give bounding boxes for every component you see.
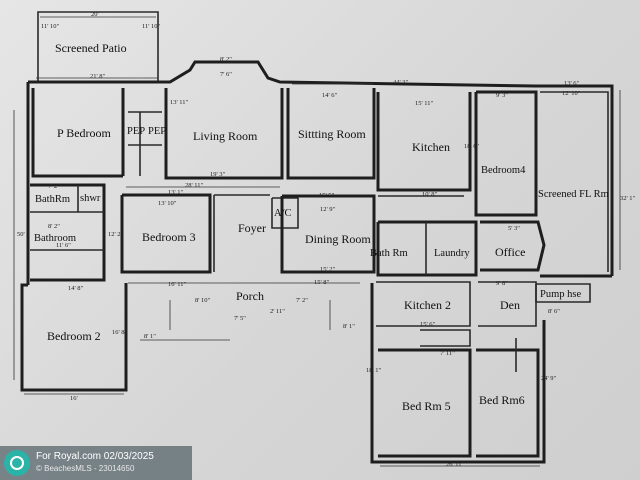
dim-living-depth: 13' 11" (170, 99, 189, 106)
label-bathrm: BathRm (35, 194, 70, 205)
label-bed-rm-5: Bed Rm 5 (402, 399, 451, 413)
exterior-walls (20, 60, 614, 464)
label-dining-room: Dining Room (305, 232, 371, 246)
label-foyer: Foyer (238, 221, 266, 235)
label-pump-hse: Pump hse (540, 289, 581, 300)
dim-bed5-depth: 18' 1" (366, 367, 382, 374)
dim-overall-top: 44' 3" (393, 79, 409, 86)
label-kitchen-2: Kitchen 2 (404, 298, 451, 312)
dim-den-width: 9' 8" (496, 280, 508, 287)
label-pep-1: PEP (127, 126, 145, 137)
dim-fl-depth: 32' 1" (620, 195, 636, 202)
dim-patio-depth-left: 11' 10" (41, 23, 60, 30)
dim-hall2: 13' 1" (168, 189, 184, 196)
dim-dining-sub: 15' 8" (314, 279, 330, 286)
dim-porch-seg3: 8' 1" (343, 323, 355, 330)
dim-porch-width: 16' 11" (168, 281, 187, 288)
label-ac: A/C (274, 208, 292, 219)
dim-office-width: 5' 3" (508, 225, 520, 232)
dim-overall-left: 50' (17, 231, 25, 238)
label-screened-fl-rm: Screened FL Rm (538, 189, 609, 200)
label-den: Den (500, 298, 520, 312)
label-bedroom-2: Bedroom 2 (47, 329, 101, 343)
dim-dining-width2: 12' 9" (320, 206, 336, 213)
dim-bay-top: 8' 2" (220, 56, 232, 63)
dim-dining-width: 15' 5" (319, 192, 335, 199)
dim-bed3-depth: 12' 2" (108, 231, 124, 238)
dim-fl-width: 12' 10" (562, 90, 581, 97)
screened-patio-area (37, 11, 159, 83)
label-living-room: Living Room (193, 129, 258, 143)
dim-bed6-depth: 24' 9" (541, 375, 557, 382)
label-office: Office (495, 245, 525, 259)
label-laundry: Laundry (434, 248, 470, 259)
dim-bed4-depth: 18' 6" (464, 143, 480, 150)
dim-porch-seg2: 2' 11" (270, 308, 285, 315)
royal-logo-icon (4, 450, 30, 476)
dim-bed3-width: 13' 10" (158, 200, 177, 207)
dim-p-bed-width: 21' 8" (90, 73, 106, 80)
label-p-bedroom: P Bedroom (57, 126, 112, 140)
label-bedroom-3: Bedroom 3 (142, 230, 196, 244)
dim-bed4-width: 9' 3" (496, 92, 508, 99)
dim-pump-width: 8' 6" (548, 308, 560, 315)
dim-kitchen-strip: 10' 8" (422, 191, 438, 198)
label-kitchen: Kitchen (412, 140, 450, 154)
dim-patio-width: 20' (91, 11, 99, 18)
dim-living-width: 19' 3" (210, 171, 226, 178)
label-shwr: shwr (80, 193, 101, 204)
dim-dining-bottom: 15' 2" (320, 266, 336, 273)
dim-bed2-width: 14' 8" (68, 285, 84, 292)
label-screened-patio: Screened Patio (55, 41, 127, 55)
dim-bay-mid: 7' 6" (220, 71, 232, 78)
watermark-line-2: © BeachesMLS - 23014650 (36, 464, 135, 473)
dim-fl-top: 13' 6" (564, 80, 580, 87)
label-bath-rm: Bath Rm (370, 248, 408, 259)
dimension-ticks (13, 77, 621, 467)
dim-porch-right: 7' 2" (296, 297, 308, 304)
mls-watermark: For Royal.com 02/03/2025 © BeachesMLS - … (0, 446, 192, 480)
dim-bath-width2: 7' 2" (48, 183, 60, 190)
dim-kitchen-width: 15' 11" (415, 100, 434, 107)
label-bedroom4: Bedroom4 (481, 165, 526, 176)
dim-patio-depth-right: 11' 10" (142, 23, 161, 30)
dim-bottom-overall: 26' 11" (446, 461, 465, 468)
dim-bed2-step: 8' 1" (144, 333, 156, 340)
label-bathroom: Bathroom (34, 233, 76, 244)
label-pep-2: PEP (148, 126, 166, 137)
dim-kitchen2-small: 7' 11" (440, 350, 455, 357)
dim-bath-width3: 11' 6" (56, 242, 71, 249)
dim-sitting-width: 14' 6" (322, 92, 338, 99)
dim-hall: 28' 11" (185, 182, 204, 189)
label-sitting-room: Sittting Room (298, 127, 366, 141)
dim-kitchen2-width: 15' 6" (420, 321, 436, 328)
label-porch: Porch (236, 289, 264, 303)
dim-bed2-bottom: 16' (70, 395, 78, 402)
dim-porch-seg: 7' 5" (234, 315, 246, 322)
interior-walls (30, 88, 609, 458)
dim-bath-width: 8' 2" (48, 223, 60, 230)
dim-porch-left: 8' 10" (195, 297, 211, 304)
label-bed-rm-6: Bed Rm6 (479, 393, 525, 407)
dim-bed2-depth: 16' 8" (112, 329, 128, 336)
watermark-line-1: For Royal.com 02/03/2025 (36, 451, 154, 462)
